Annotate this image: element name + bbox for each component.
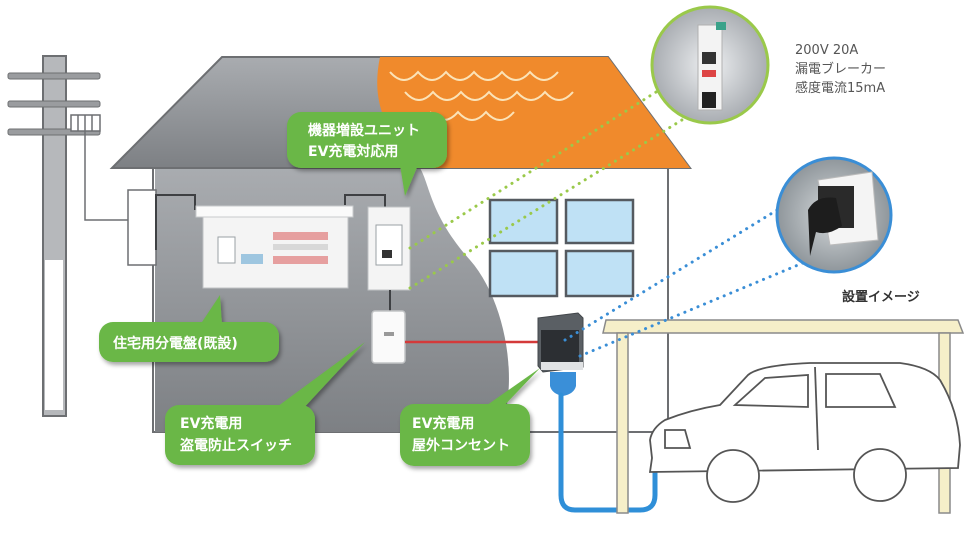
- bubble-distribution-panel: 住宅用分電盤(既設): [99, 295, 279, 362]
- bubble-outdoor-outlet: EV充電用 屋外コンセント: [400, 368, 540, 466]
- breaker-spec-rating: 200V 20A: [795, 43, 859, 58]
- bubble-panel-line1: 住宅用分電盤(既設): [113, 335, 238, 352]
- install-image-caption: 設置イメージ: [842, 290, 920, 305]
- breaker-photo: [650, 5, 770, 125]
- utility-pole: [7, 55, 128, 417]
- bubble-anti-theft-switch: EV充電用 盗電防止スイッチ: [165, 342, 365, 465]
- connector-lines: [408, 78, 812, 358]
- breaker-spec-type: 漏電ブレーカー: [795, 62, 887, 77]
- car: [648, 362, 961, 503]
- expansion-unit: [367, 206, 411, 291]
- bubble-unit-line1: 機器増設ユニット: [308, 122, 420, 139]
- bubble-switch-line1: EV充電用: [180, 415, 242, 432]
- anti-theft-switch: [371, 310, 406, 364]
- bubble-outlet-line2: 屋外コンセント: [412, 437, 510, 454]
- breaker-spec-callout: 200V 20A 漏電ブレーカー 感度電流15mA: [795, 41, 886, 98]
- bubble-outlet-line1: EV充電用: [412, 415, 474, 432]
- bubble-unit-line2: EV充電対応用: [308, 143, 398, 160]
- roof-orange: [377, 57, 690, 168]
- charging-cable: [558, 392, 658, 513]
- breaker-spec-sensitivity: 感度電流15mA: [795, 81, 886, 96]
- bubble-expansion-unit: 機器増設ユニット EV充電対応用: [287, 112, 447, 196]
- outdoor-outlet: [537, 312, 584, 396]
- distribution-panel: [195, 205, 354, 289]
- windows: [488, 198, 635, 298]
- outlet-photo: [775, 156, 893, 274]
- bubble-switch-line2: 盗電防止スイッチ: [180, 437, 292, 454]
